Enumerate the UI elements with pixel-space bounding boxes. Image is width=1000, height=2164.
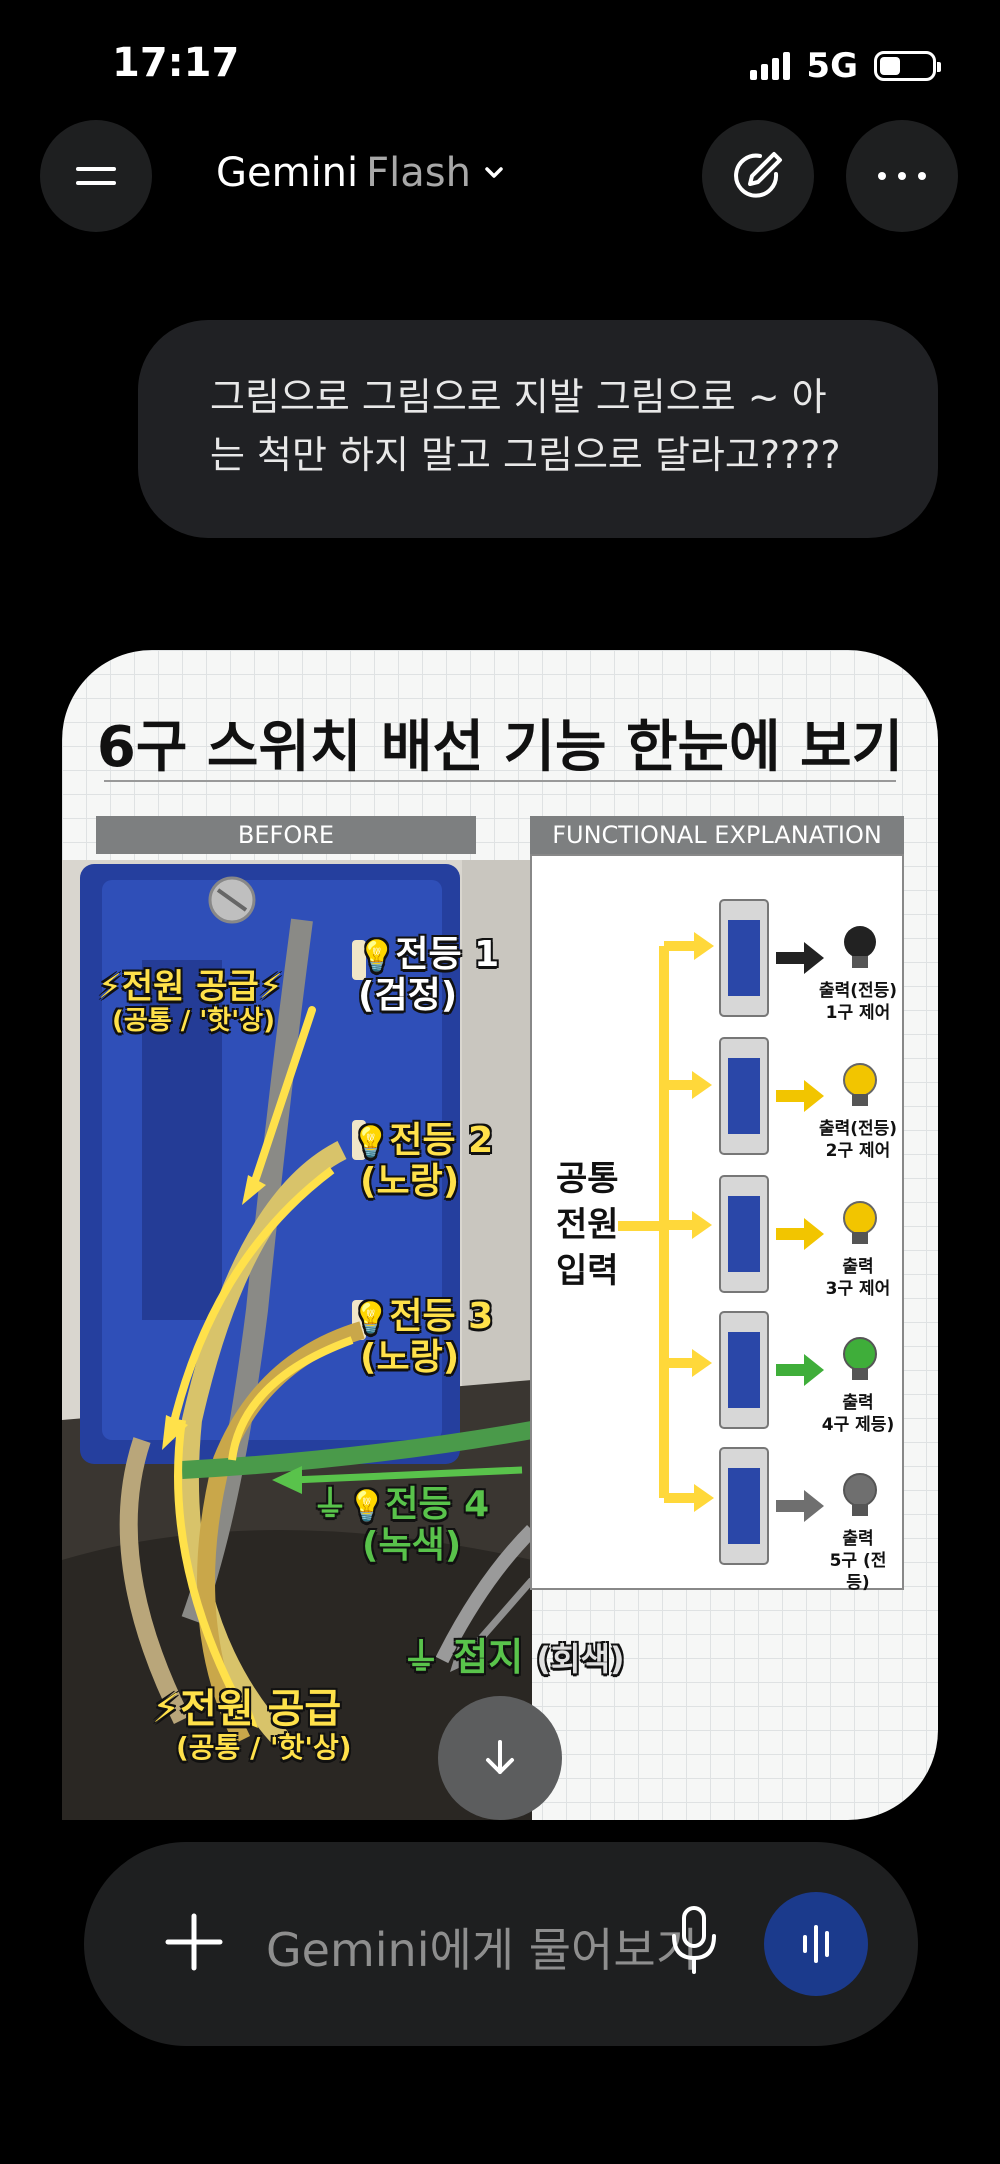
microphone-button[interactable] [666, 1902, 722, 1986]
hamburger-icon [76, 167, 116, 185]
new-chat-button[interactable] [702, 120, 814, 232]
switch-photo-illustration [62, 860, 537, 1820]
signal-icon [750, 52, 791, 80]
photo-label-light4: ⏚💡전등 4 (녹색) [312, 1484, 490, 1567]
output-label-1: 출력(전등)1구 제어 [818, 981, 898, 1023]
prompt-composer: Gemini에게 물어보기 [84, 1842, 918, 2046]
menu-button[interactable] [40, 120, 152, 232]
switch-units [719, 899, 769, 1565]
add-attachment-button[interactable] [156, 1904, 232, 1984]
waveform-icon [803, 1925, 829, 1963]
network-type: 5G [806, 46, 858, 86]
model-name: Flash [366, 150, 471, 196]
image-title: 6구 스위치 배선 기능 한눈에 보기 [96, 715, 904, 780]
output-arrows [776, 942, 824, 1522]
output-label-2: 출력(전등)2구 제어 [818, 1119, 898, 1161]
user-message-line: 그림으로 그림으로 지발 그림으로 ~ 아 [210, 375, 827, 419]
functional-label: FUNCTIONAL EXPLANATION [530, 816, 904, 854]
photo-label-light3: 💡전등 3 (노랑) [352, 1296, 494, 1379]
status-time: 17:17 [112, 40, 240, 86]
edit-icon [734, 152, 782, 198]
live-voice-button[interactable] [764, 1892, 868, 1996]
title-divider [104, 780, 896, 782]
photo-label-light1: 💡전등 1 (검정) [358, 934, 500, 1017]
user-message-bubble: 그림으로 그림으로 지발 그림으로 ~ 아 는 척만 하지 말고 그림으로 달라… [138, 320, 938, 538]
battery-icon [874, 51, 941, 81]
status-icons: 5G [750, 46, 941, 86]
generated-image[interactable]: 6구 스위치 배선 기능 한눈에 보기 BEFORE FUNCTIONAL EX… [62, 650, 938, 1820]
more-options-button[interactable] [846, 120, 958, 232]
photo-label-power-top: ⚡전원 공급⚡ (공통 / '핫'상) [98, 967, 283, 1037]
arrow-down-icon [486, 1740, 514, 1774]
plus-icon [165, 1913, 223, 1971]
photo-label-light2: 💡전등 2 (노랑) [352, 1120, 494, 1203]
photo-label-power-bottom: ⚡전원 공급 (공통 / '핫'상) [152, 1686, 352, 1764]
common-input-label: 공통 전원 입력 [556, 1159, 619, 1291]
more-dots-icon [878, 172, 926, 180]
app-title: Gemini [216, 150, 359, 196]
photo-label-ground: ⏚ 접지 (회색) [402, 1635, 625, 1679]
model-selector[interactable]: Gemini Flash [216, 150, 509, 196]
microphone-icon [672, 1906, 716, 1974]
scroll-down-button[interactable] [438, 1696, 562, 1820]
chevron-down-icon [485, 167, 503, 178]
before-label: BEFORE [96, 816, 476, 854]
user-message-line: 는 척만 하지 말고 그림으로 달라고???? [210, 433, 841, 477]
bulb-icons [843, 926, 877, 1516]
wiring-diagram [618, 899, 877, 1565]
prompt-input[interactable]: Gemini에게 물어보기 [266, 1923, 699, 1977]
